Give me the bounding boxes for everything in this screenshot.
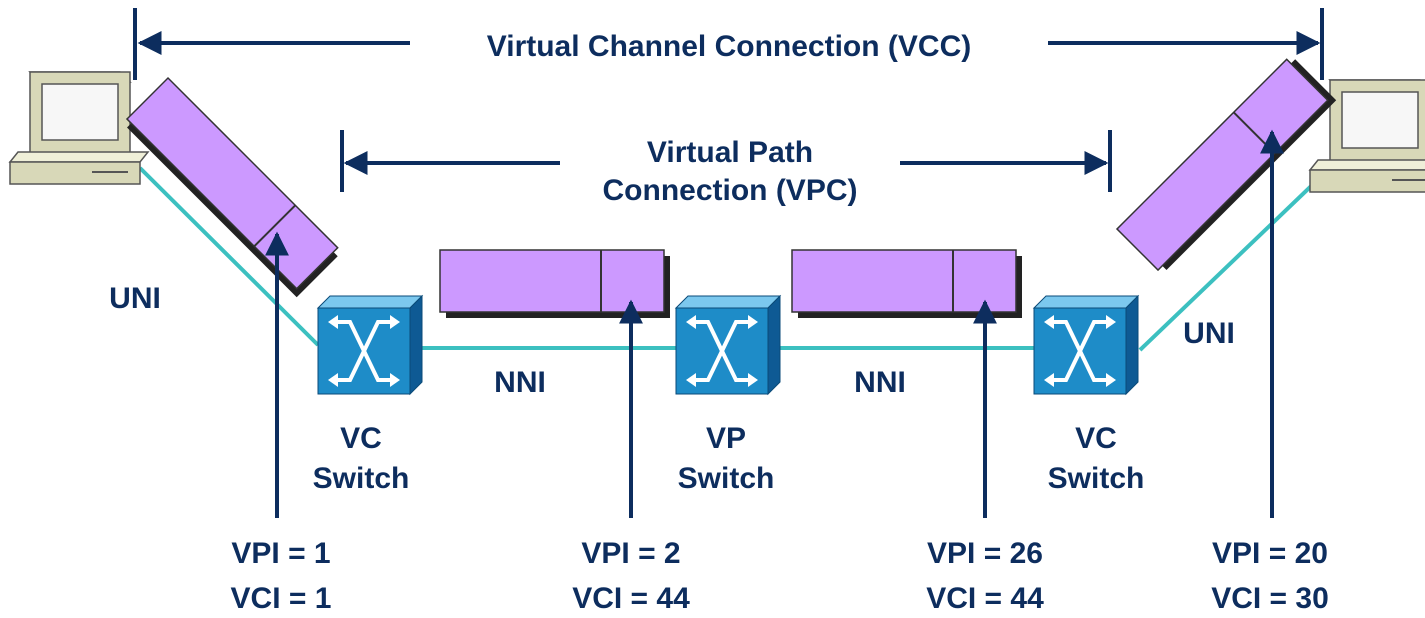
atm-switch-icon xyxy=(316,294,424,396)
atm-cell-icon xyxy=(125,76,339,298)
nni-label-right: NNI xyxy=(854,366,906,399)
vci-label-2: VCI = 44 xyxy=(572,582,690,615)
switch-3-label-line2: Switch xyxy=(1048,462,1145,495)
vci-label-3: VCI = 44 xyxy=(926,582,1044,615)
computer-icon xyxy=(1308,79,1425,193)
vci-label-4: VCI = 30 xyxy=(1211,582,1329,615)
vcc-label: Virtual Channel Connection (VCC) xyxy=(487,30,971,63)
uni-label-right: UNI xyxy=(1183,317,1235,350)
computer-icon xyxy=(8,71,150,185)
nni-label-left: NNI xyxy=(494,366,546,399)
vpi-label-3: VPI = 26 xyxy=(927,537,1043,570)
atm-cell-icon xyxy=(439,249,670,318)
atm-cell-icon xyxy=(1115,58,1337,272)
uni-link-right xyxy=(1138,166,1332,352)
vpi-label-4: VPI = 20 xyxy=(1212,537,1328,570)
atm-switch-icon xyxy=(674,294,782,396)
switch-1-label-line2: Switch xyxy=(313,462,410,495)
uni-link-left xyxy=(138,166,320,347)
vpc-label-line2: Connection (VPC) xyxy=(603,174,858,207)
pointer-arrows xyxy=(265,129,1284,518)
vpc-arrow: Virtual Path Connection (VPC) xyxy=(340,130,1112,207)
atm-switch-icon xyxy=(1032,294,1140,396)
links xyxy=(138,166,1332,352)
vpi-label-1: VPI = 1 xyxy=(231,537,330,570)
vpc-label-line1: Virtual Path xyxy=(647,136,813,169)
vcc-arrow: Virtual Channel Connection (VCC) xyxy=(133,8,1324,80)
switch-2-label-line1: VP xyxy=(706,422,746,455)
switch-2-label-line2: Switch xyxy=(678,462,775,495)
switch-3-label-line1: VC xyxy=(1075,422,1117,455)
uni-label-left: UNI xyxy=(109,282,161,315)
switch-1-label-line1: VC xyxy=(340,422,382,455)
vci-label-1: VCI = 1 xyxy=(231,582,332,615)
atm-cell-icon xyxy=(791,249,1022,318)
vpi-label-2: VPI = 2 xyxy=(581,537,680,570)
